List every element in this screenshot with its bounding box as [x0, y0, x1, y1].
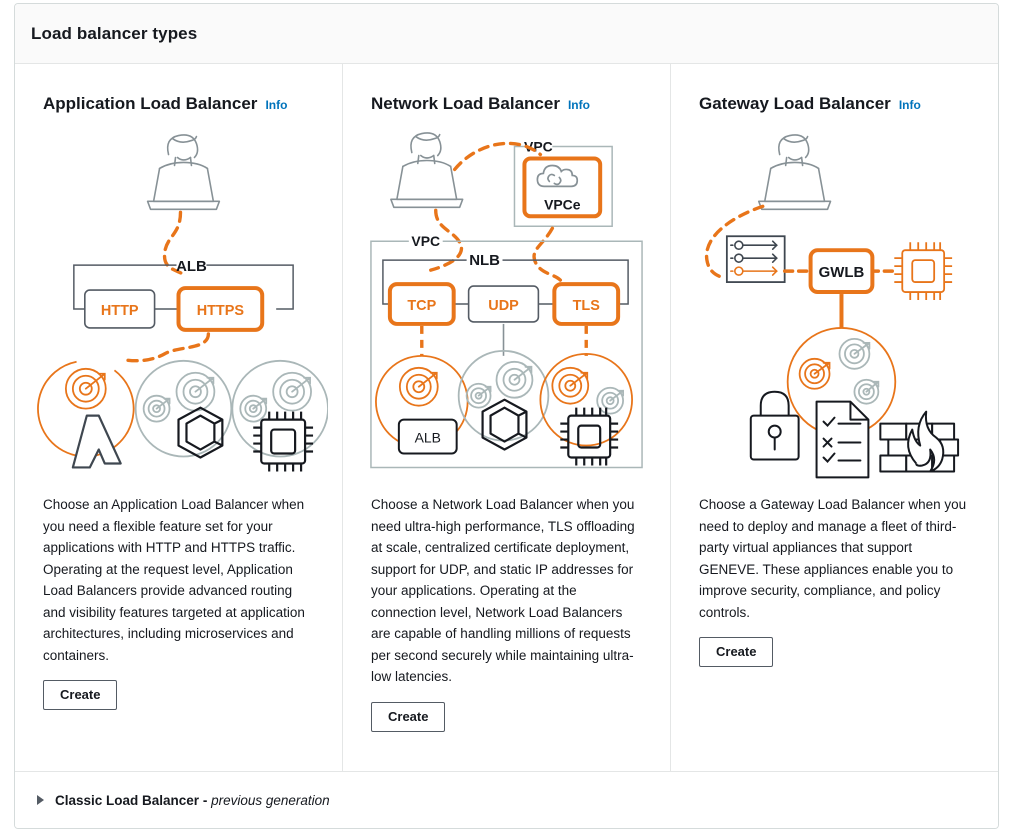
nlb-create-button[interactable]: Create	[371, 701, 446, 732]
page-title: Load balancer types	[31, 23, 198, 43]
nlb-heading-row: Network Load Balancer Info	[357, 94, 656, 114]
nlb-listener-tcp-label: TCP	[407, 298, 436, 314]
card-header: Load balancer types	[15, 4, 998, 64]
nlb-target-group-ec2[interactable]	[539, 352, 633, 466]
chevron-right-icon	[37, 795, 44, 805]
column-application-load-balancer: Application Load Balancer Info	[15, 64, 342, 771]
nlb-listener-tcp[interactable]: TCP	[387, 282, 456, 326]
nlb-title: Network Load Balancer	[371, 94, 560, 113]
gwlb-heading-row: Gateway Load Balancer Info	[685, 94, 984, 114]
target-icon	[239, 371, 312, 423]
alb-listener-http-label: HTTP	[101, 303, 139, 319]
target-icon	[798, 357, 831, 390]
nlb-listener-tls-label: TLS	[573, 298, 601, 314]
gwlb-client-to-route-path	[705, 204, 765, 280]
nlb-listener-udp[interactable]: UDP	[467, 285, 540, 323]
gwlb-diagram-svg: GWLB	[705, 134, 960, 479]
nlb-vpc-main-label: VPC	[411, 233, 440, 249]
user-laptop-icon	[390, 132, 464, 209]
target-icon	[838, 337, 880, 405]
nlb-create-wrap: Create	[357, 688, 656, 732]
user-laptop-icon	[146, 134, 221, 211]
nlb-diagram: VPC VPCe VP	[357, 120, 656, 494]
alb-description: Choose an Application Load Balancer when…	[43, 497, 305, 663]
alb-create-button[interactable]: Create	[43, 680, 118, 710]
load-balancer-types-card: Load balancer types Application Load Bal…	[14, 3, 999, 829]
gwlb-description: Choose a Gateway Load Balancer when you …	[699, 497, 967, 620]
gwlb-target-group[interactable]	[786, 327, 897, 437]
nlb-target-group-alb[interactable]: ALB	[375, 354, 469, 455]
target-icon	[596, 386, 625, 415]
lambda-icon	[71, 414, 122, 469]
vpce-label: VPCe	[544, 196, 581, 212]
user-laptop-icon	[757, 134, 832, 211]
nlb-client-to-tcp-path	[429, 208, 464, 272]
alb-listener-https-label: HTTPS	[197, 303, 245, 319]
alb-target-group-ec2[interactable]	[231, 359, 328, 472]
container-icon	[177, 406, 224, 459]
alb-info-link[interactable]: Info	[265, 98, 288, 112]
alb-client-to-listener-path	[162, 210, 189, 278]
classic-lb-title: Classic Load Balancer -	[55, 792, 208, 808]
padlock-icon	[749, 390, 800, 461]
gwlb-box[interactable]: GWLB	[808, 248, 875, 295]
gwlb-create-button[interactable]: Create	[699, 637, 774, 667]
ec2-chip-icon	[894, 242, 953, 301]
alb-heading-row: Application Load Balancer Info	[29, 94, 328, 114]
alb-listener-to-target-path	[122, 332, 211, 363]
nlb-target-group-container[interactable]	[457, 349, 550, 451]
target-icon	[398, 366, 439, 407]
column-network-load-balancer: Network Load Balancer Info	[342, 64, 670, 771]
gwlb-box-label: GWLB	[819, 264, 865, 281]
nlb-description: Choose a Network Load Balancer when you …	[371, 497, 635, 684]
checklist-icon	[815, 400, 870, 479]
classic-load-balancer-expander[interactable]: Classic Load Balancer - previous generat…	[37, 793, 330, 808]
alb-listener-http[interactable]: HTTP	[84, 289, 156, 329]
gwlb-diagram: GWLB	[685, 120, 984, 494]
target-icon	[142, 371, 216, 423]
alb-title: Application Load Balancer	[43, 94, 258, 113]
ec2-chip-icon	[253, 411, 314, 472]
ec2-chip-icon	[560, 407, 619, 466]
alb-create-wrap: Create	[29, 666, 328, 710]
cloud-link-icon	[536, 164, 579, 188]
alb-container: ALB	[73, 258, 294, 310]
nlb-diagram-svg: VPC VPCe VP	[370, 132, 643, 469]
card-footer: Classic Load Balancer - previous generat…	[15, 771, 998, 828]
alb-diagram: ALB HTTP HTTPS	[29, 120, 328, 494]
target-icon	[465, 360, 534, 409]
container-icon	[481, 398, 528, 451]
nlb-client-to-vpce-path	[452, 141, 543, 172]
nlb-vpc-endpoint-container: VPC VPCe	[513, 139, 613, 228]
nlb-container-label: NLB	[469, 252, 500, 269]
column-gateway-load-balancer: Gateway Load Balancer Info	[670, 64, 998, 771]
nlb-vpc-main-container: VPC	[370, 233, 643, 469]
gwlb-info-link[interactable]: Info	[898, 98, 921, 112]
gwlb-title: Gateway Load Balancer	[699, 94, 891, 113]
firewall-icon	[879, 410, 960, 473]
nlb-target-alb-label: ALB	[415, 430, 441, 446]
nlb-info-link[interactable]: Info	[567, 98, 590, 112]
gwlb-create-wrap: Create	[685, 623, 984, 667]
nlb-vpce-to-tls-path	[532, 226, 563, 282]
alb-target-group-container[interactable]	[134, 359, 233, 459]
target-icon	[551, 366, 590, 405]
classic-load-balancer-label: Classic Load Balancer - previous generat…	[55, 793, 330, 808]
load-balancer-columns: Application Load Balancer Info	[15, 64, 998, 771]
alb-listener-https[interactable]: HTTPS	[176, 286, 265, 332]
nlb-listener-udp-label: UDP	[488, 298, 519, 314]
classic-lb-subtitle: previous generation	[211, 792, 330, 808]
nlb-listener-tls[interactable]: TLS	[552, 282, 621, 326]
alb-box-icon	[397, 418, 458, 455]
alb-diagram-svg: ALB HTTP HTTPS	[29, 134, 328, 476]
target-icon	[64, 367, 107, 410]
nlb-vpc-top-label: VPC	[524, 139, 553, 155]
alb-container-label: ALB	[176, 258, 207, 275]
route-table-icon[interactable]	[725, 235, 786, 283]
alb-target-group-lambda[interactable]	[29, 341, 153, 476]
